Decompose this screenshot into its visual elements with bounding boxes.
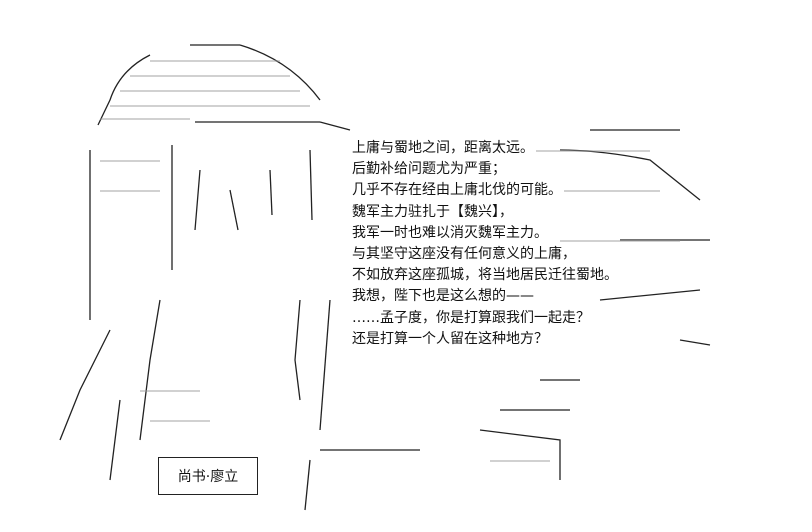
hat-right-stroke bbox=[239, 44, 321, 101]
hair-line-4 bbox=[269, 169, 273, 216]
collar-stroke bbox=[294, 299, 301, 401]
dialogue-line: 后勤补给问题尤为严重； bbox=[350, 159, 508, 181]
drape-curve bbox=[559, 149, 701, 201]
robe-front-stroke bbox=[304, 459, 311, 511]
dot-shading bbox=[100, 60, 680, 462]
dialogue-line: 与其坚守这座没有任何意义的上庸， bbox=[350, 244, 578, 266]
dialogue-line: 不如放弃这座孤城，将当地居民迁往蜀地。 bbox=[350, 265, 620, 287]
hair-line-3 bbox=[229, 189, 239, 231]
body-inner-stroke bbox=[139, 299, 161, 441]
hat-left-stroke bbox=[97, 54, 151, 126]
dialogue-line: 还是打算一个人留在这种地方？ bbox=[350, 328, 550, 351]
drape-corner bbox=[479, 429, 561, 480]
dialogue-block: 上庸与蜀地之间，距离太远。 后勤补给问题尤为严重； 几乎不存在经由上庸北伐的可能… bbox=[350, 138, 680, 351]
dialogue-line: 上庸与蜀地之间，距离太远。 bbox=[350, 138, 536, 160]
hair-line-2 bbox=[194, 169, 201, 231]
dialogue-line: 魏军主力驻扎于【魏兴】， bbox=[350, 201, 515, 223]
dialogue-line: 我军一时也难以消灭魏军主力。 bbox=[350, 222, 550, 245]
dialogue-line: ……孟子度，你是打算跟我们一起走？ bbox=[350, 307, 592, 329]
dialogue-line: 我想，陛下也是这么想的—— bbox=[350, 286, 536, 308]
body-left-stroke bbox=[59, 329, 111, 441]
hat-brim-edge bbox=[319, 121, 351, 131]
drape-right-2 bbox=[679, 339, 711, 346]
speaker-nameplate: 尚书·廖立 bbox=[158, 457, 258, 495]
sleeve-stroke bbox=[109, 399, 121, 481]
speaker-name: 尚书·廖立 bbox=[177, 469, 239, 485]
dialogue-line: 几乎不存在经由上庸北伐的可能。 bbox=[350, 180, 564, 202]
drape-right bbox=[599, 289, 701, 301]
robe-stroke bbox=[319, 299, 331, 431]
hair-line-5 bbox=[309, 149, 313, 221]
